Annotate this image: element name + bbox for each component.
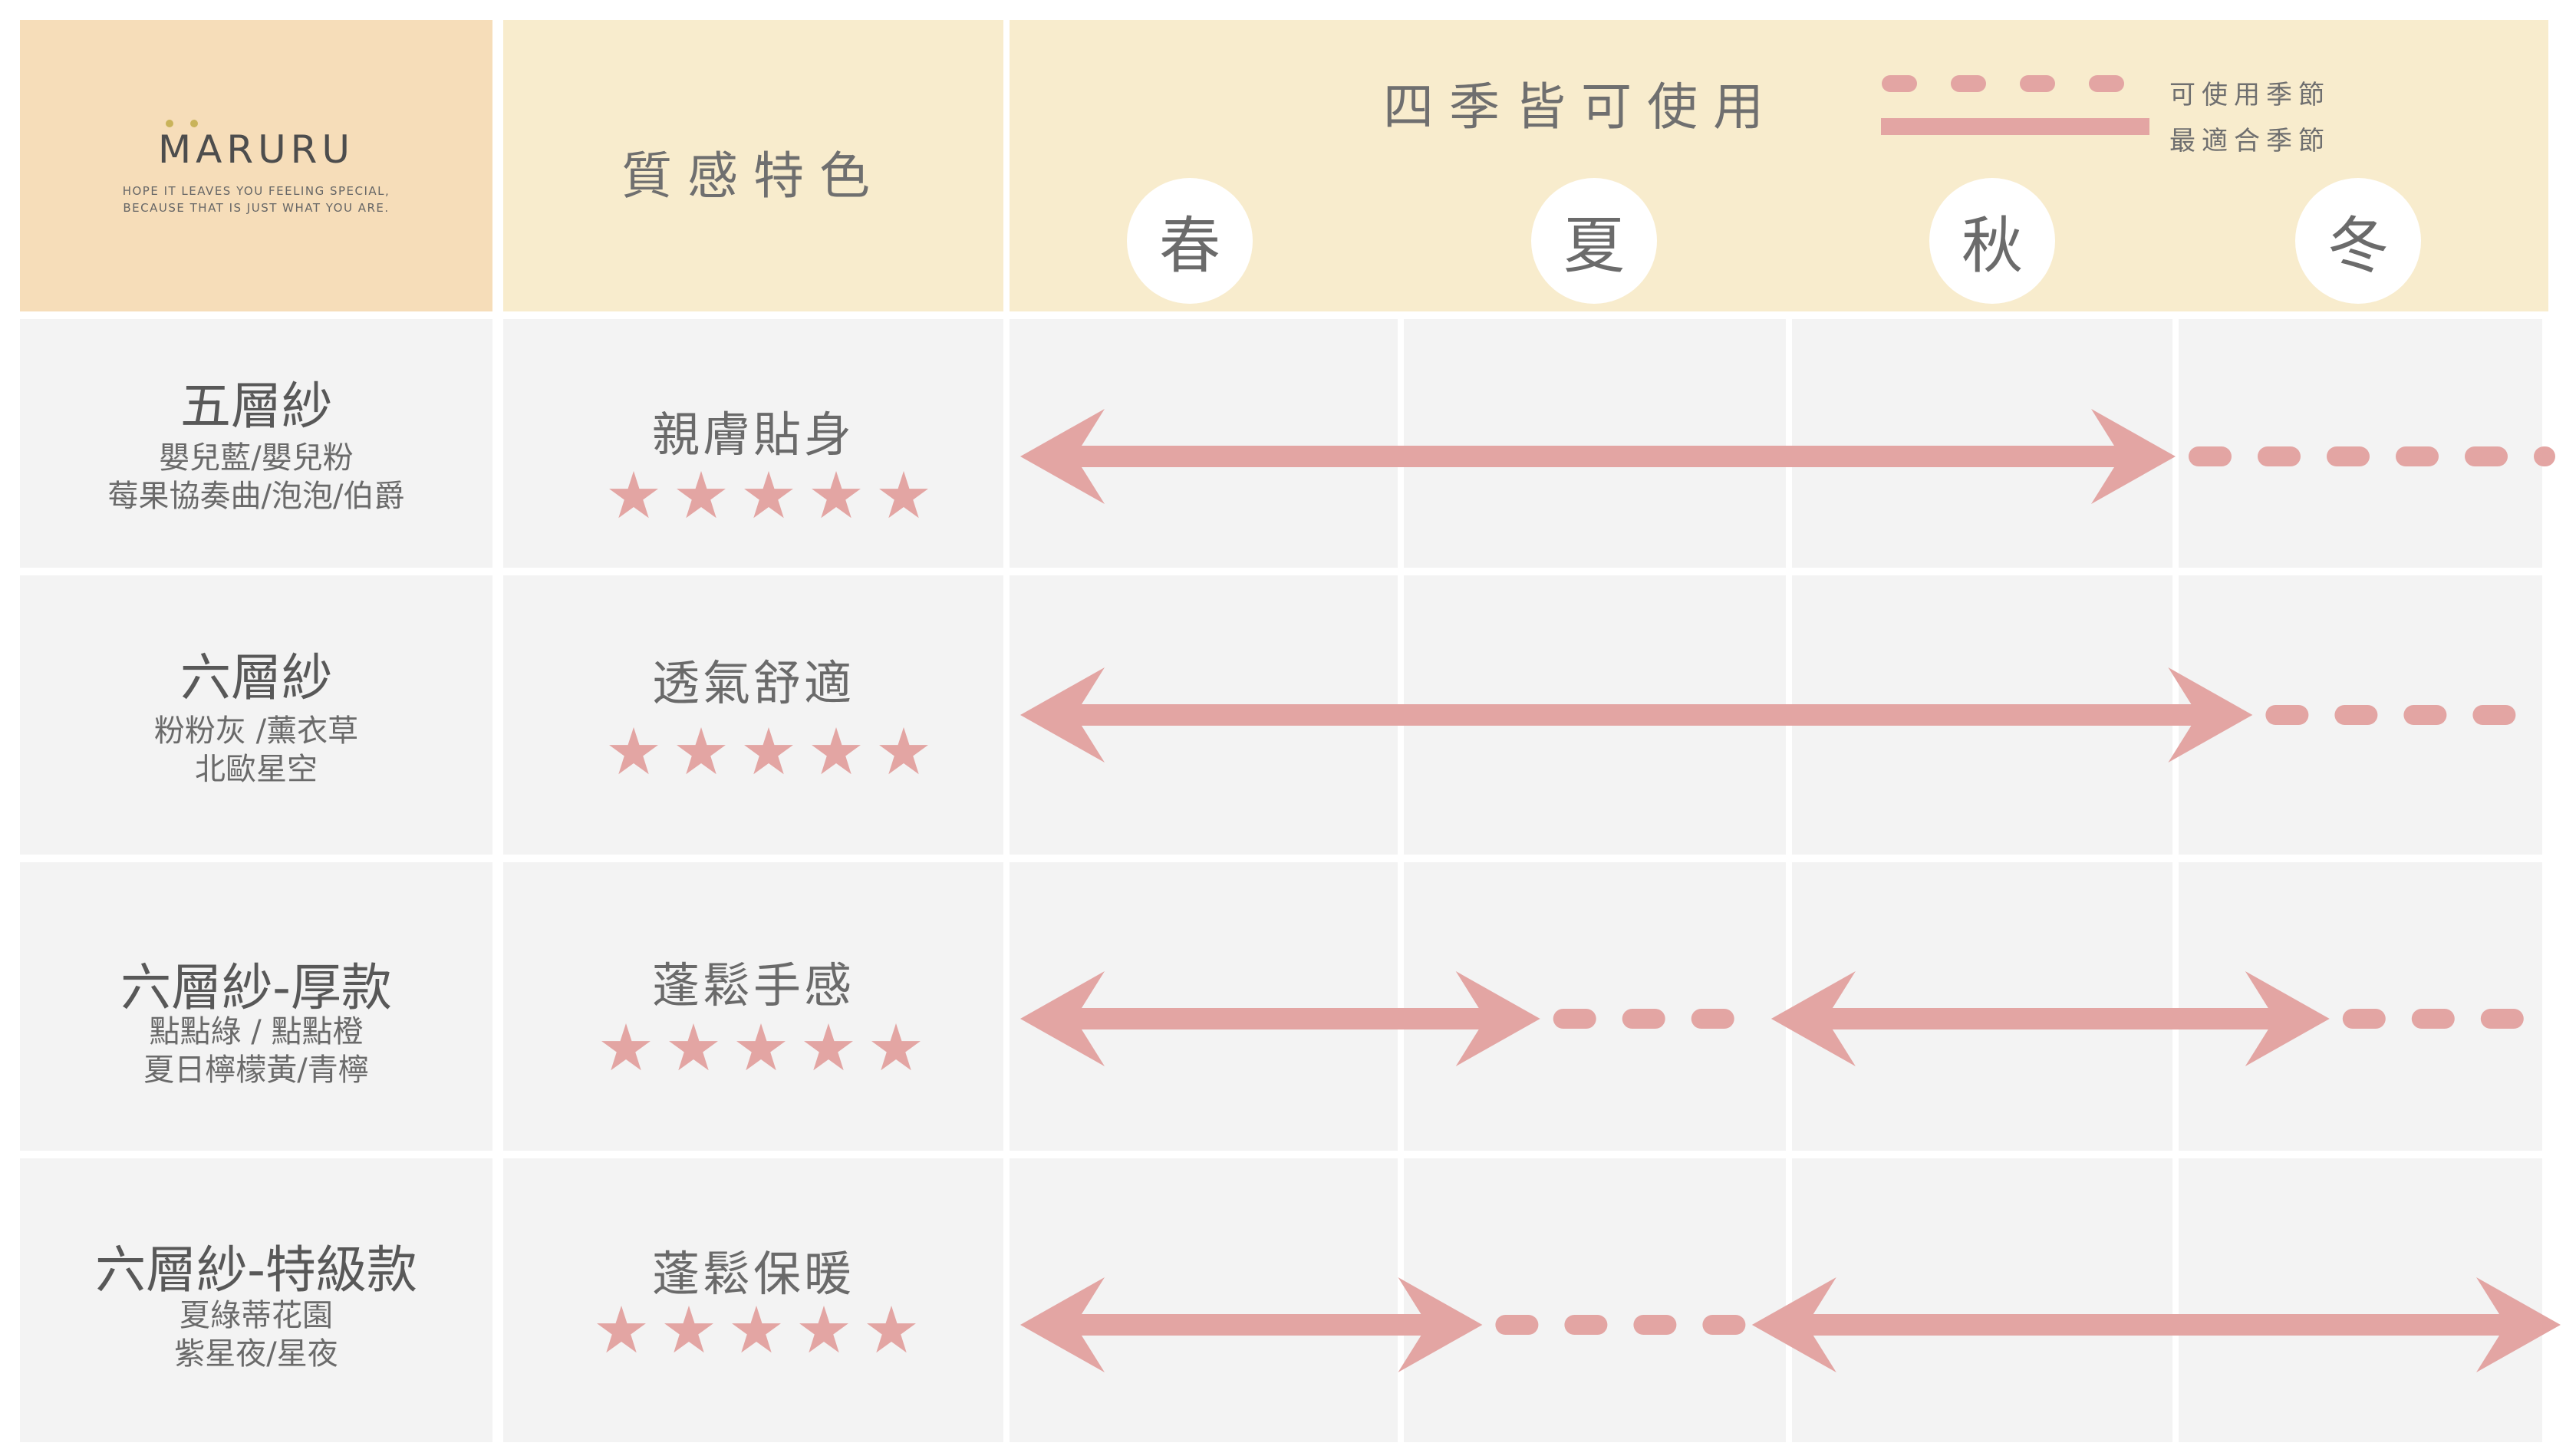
season-cell-r1-c4 [2179, 319, 2542, 568]
row-2-feature-cell: 透氣舒適 [503, 575, 1003, 855]
row-3-sub-2: 夏日檸檬黃/青檸 [143, 1052, 369, 1088]
row-3-name-cell: 六層紗-厚款 點點綠 / 點點橙 夏日檸檬黃/青檸 [20, 862, 492, 1151]
star-icon [663, 1304, 715, 1355]
row-4-feature: 蓬鬆保暖 [651, 1246, 855, 1302]
row-2-sub-1: 粉粉灰 /薰衣草 [153, 713, 359, 749]
star-icon [865, 1304, 917, 1355]
row-4-sub-1: 夏綠蒂花園 [180, 1298, 333, 1333]
solid-line-icon [1881, 118, 2149, 135]
star-icon [878, 726, 930, 776]
legend-solid-label: 最適合季節 [2169, 126, 2330, 156]
row-2-feature: 透氣舒適 [651, 655, 855, 711]
dashed-line-icon [1882, 75, 2156, 92]
row-1-name-cell: 五層紗 嬰兒藍/嬰兒粉 莓果協奏曲/泡泡/伯爵 [20, 319, 492, 568]
brand-name: MARURU [157, 127, 355, 172]
season-autumn: 秋 [1929, 178, 2055, 304]
legend-dashed-label: 可使用季節 [2169, 80, 2330, 110]
row-3-solid-arrow-2 [1771, 971, 2330, 1066]
row-4-name: 六層紗-特級款 [95, 1240, 417, 1300]
star-icon [802, 1022, 855, 1072]
brand-logo-cell: MARURU HOPE IT LEAVES YOU FEELING SPECIA… [20, 20, 492, 311]
season-header-cell: 四季皆可使用 可使用季節 最適合季節 春 夏 秋 冬 [1010, 20, 2548, 311]
quality-header-cell: 質感特色 [503, 20, 1003, 311]
season-cell-r3-c3 [1792, 862, 2172, 1151]
star-icon [743, 469, 795, 520]
row-2-name-cell: 六層紗 粉粉灰 /薰衣草 北歐星空 [20, 575, 492, 855]
row-2-solid-arrow-1 [1020, 667, 2253, 763]
star-icon [810, 469, 862, 520]
season-cell-r1-c3 [1792, 319, 2172, 568]
star-icon [608, 469, 660, 520]
star-icon [667, 1022, 720, 1072]
star-icon [735, 1022, 787, 1072]
legend-dashed-swatch [1881, 72, 2157, 98]
star-icon [743, 726, 795, 776]
star-icon [608, 726, 660, 776]
season-winter: 冬 [2295, 178, 2421, 304]
row-2-sub-2: 北歐星空 [195, 752, 318, 787]
brand-dots-icon [166, 120, 204, 127]
row-3-sub-1: 點點綠 / 點點橙 [149, 1014, 364, 1049]
star-icon [870, 1022, 922, 1072]
row-4-solid-arrow-1 [1020, 1277, 1483, 1372]
row-4-name-cell: 六層紗-特級款 夏綠蒂花園 紫星夜/星夜 [20, 1158, 492, 1442]
row-1-feature-cell: 親膚貼身 [503, 319, 1003, 568]
row-3-rating [600, 1022, 922, 1072]
row-4-sub-2: 紫星夜/星夜 [174, 1336, 338, 1372]
star-icon [675, 469, 727, 520]
star-icon [595, 1304, 647, 1355]
season-cell-r4-c4 [2179, 1158, 2542, 1442]
legend-solid-swatch [1881, 115, 2157, 141]
star-icon [730, 1304, 782, 1355]
star-icon [878, 469, 930, 520]
row-4-feature-cell: 蓬鬆保暖 [503, 1158, 1003, 1442]
quality-title: 質感特色 [621, 147, 885, 206]
season-cell-r3-c4 [2179, 862, 2542, 1151]
season-cell-r1-c2 [1404, 319, 1786, 568]
star-icon [600, 1022, 652, 1072]
row-4-solid-arrow-2 [1751, 1277, 2561, 1372]
season-cell-r4-c2 [1404, 1158, 1786, 1442]
star-icon [810, 726, 862, 776]
row-3-feature-cell: 蓬鬆手感 [503, 862, 1003, 1151]
brand-tagline-2: BECAUSE THAT IS JUST WHAT YOU ARE. [123, 201, 390, 215]
row-4-rating [595, 1304, 917, 1355]
row-1-sub-2: 莓果協奏曲/泡泡/伯爵 [107, 479, 405, 514]
brand-tagline-1: HOPE IT LEAVES YOU FEELING SPECIAL, [122, 184, 390, 198]
season-summer: 夏 [1531, 178, 1657, 304]
season-cell-r4-c3 [1792, 1158, 2172, 1442]
star-icon [675, 726, 727, 776]
row-3-solid-arrow-1 [1020, 971, 1540, 1066]
row-1-name: 五層紗 [180, 377, 332, 436]
season-spring: 春 [1127, 178, 1253, 304]
row-2-rating [608, 726, 930, 776]
row-1-sub-1: 嬰兒藍/嬰兒粉 [159, 440, 354, 476]
row-1-rating [608, 469, 930, 520]
season-cell-r3-c2 [1404, 862, 1786, 1151]
star-icon [798, 1304, 850, 1355]
row-1-solid-arrow-1 [1020, 409, 2176, 504]
row-2-name: 六層紗 [180, 648, 332, 707]
row-1-feature: 親膚貼身 [651, 407, 855, 463]
row-3-name: 六層紗-厚款 [120, 958, 392, 1017]
row-3-feature: 蓬鬆手感 [651, 957, 855, 1013]
all-season-title: 四季皆可使用 [1383, 77, 1779, 137]
